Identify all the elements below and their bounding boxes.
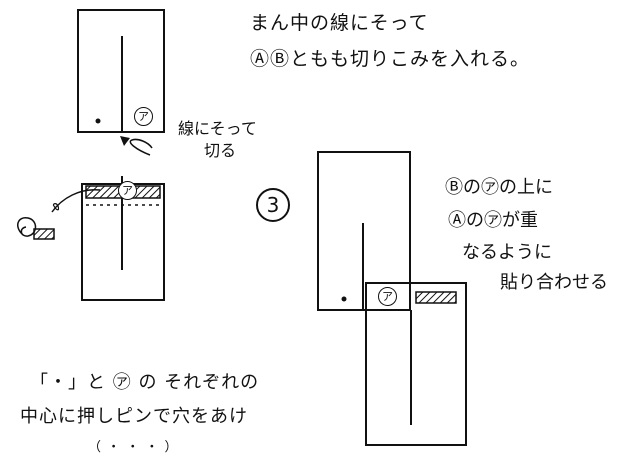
cut-note-line-2: 切る	[204, 141, 237, 160]
step-number: 3	[256, 188, 290, 222]
swirl-pointer	[17, 189, 101, 240]
cut-note: 線にそって 切る	[178, 118, 257, 162]
tag-a-top: ア	[134, 107, 153, 126]
tag-a-overlay: ア	[378, 287, 397, 306]
step-text-line-4: 貼り合わせる	[500, 272, 608, 293]
step-text-line-1: Ⓑの㋐の上に	[445, 177, 553, 198]
dot-mark	[95, 118, 101, 124]
overlay-card-top	[317, 151, 411, 311]
bottom-note-line-3: （ ・ ・ ・ ）	[88, 440, 179, 455]
dot-mark-overlay	[341, 296, 347, 302]
instruction-line-1: まん中の線にそって	[250, 12, 429, 34]
cut-arrowhead	[120, 136, 130, 146]
bottom-note-line-2: 中心に押しピンで穴をあけ	[20, 406, 248, 427]
instruction-line-2: ⒶⒷともも切りこみを入れる。	[250, 48, 531, 70]
cut-arrow	[129, 138, 153, 156]
tag-a-lower: ア	[118, 181, 137, 200]
step-text-line-2: Ⓐの㋐が重	[448, 210, 538, 231]
bottom-note-line-1: 「・」と ㋐ の それぞれの	[30, 372, 260, 393]
top-card	[77, 9, 165, 133]
overlay-card-bottom	[365, 282, 467, 446]
cut-note-line-1: 線にそって	[178, 119, 257, 138]
step-text-line-3: なるように	[462, 242, 552, 263]
